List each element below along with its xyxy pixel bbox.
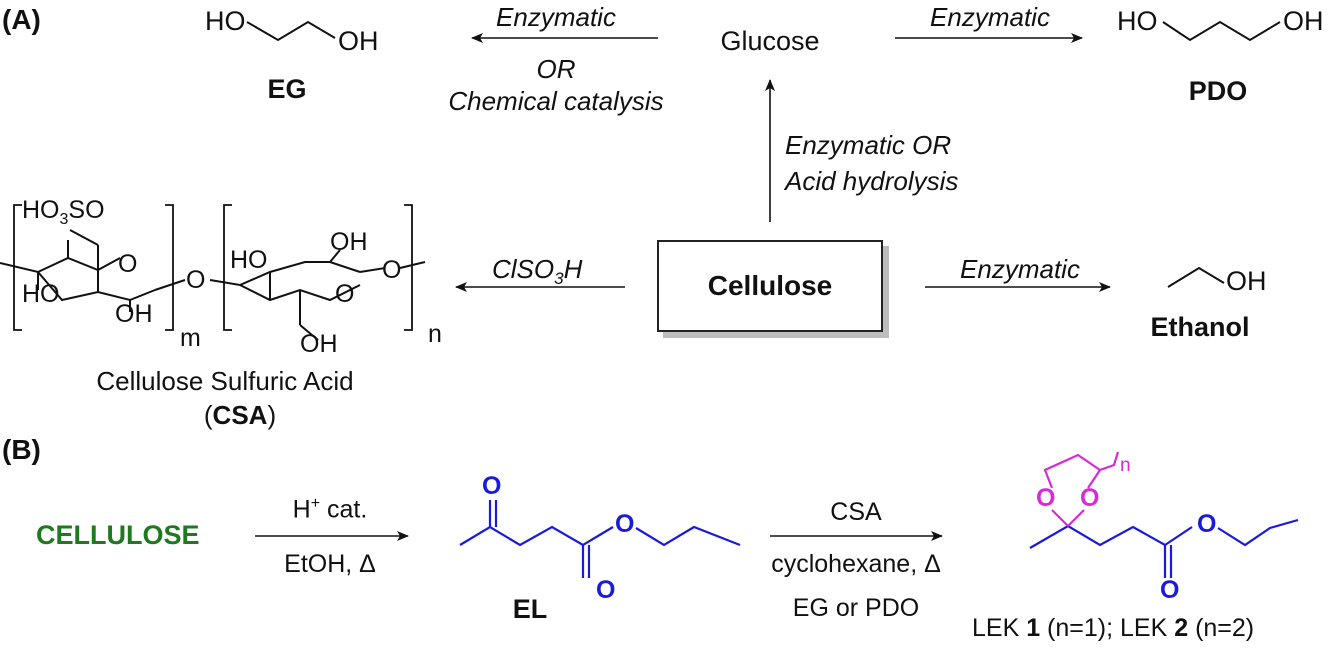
cellulose-start-label: CELLULOSE — [36, 520, 200, 550]
step2-conditions-1: cyclohexane, Δ — [771, 550, 941, 578]
cellulose-to-glucose-condition-1: Enzymatic OR — [785, 130, 952, 160]
csa-bracket-1-left — [13, 204, 22, 331]
csa-ho3so-part-a: HO — [22, 196, 60, 224]
csa-ring-1 — [0, 229, 186, 312]
glucose-to-eg-condition-3: Chemical catalysis — [448, 86, 664, 116]
step1-cat: cat. — [320, 495, 368, 524]
lek-skeleton — [1029, 451, 1299, 578]
ethanol-skeleton — [1167, 266, 1225, 288]
cellulose-label: Cellulose — [707, 270, 833, 301]
glucose-label: Glucose — [720, 26, 820, 56]
el-o-ketone: O — [482, 472, 502, 500]
csa-ho3so-label: HO3SO — [22, 198, 105, 228]
glucose-to-pdo-condition: Enzymatic — [930, 2, 1050, 32]
step1-plus: + — [310, 495, 321, 512]
el-o-ester: O — [615, 510, 635, 538]
lek-caption: LEK 1 (n=1); LEK 2 (n=2) — [972, 616, 1254, 641]
csa-n-subscript: n — [428, 320, 442, 348]
lek-o-ester: O — [1197, 510, 1217, 538]
step2-conditions-2: EG or PDO — [792, 594, 920, 622]
csa-name-line1: Cellulose Sulfuric Acid — [96, 366, 354, 396]
clso3h-main: ClSO — [492, 254, 555, 284]
ethanol-oh-label: OH — [1226, 266, 1267, 296]
panel-a-label: (A) — [2, 4, 41, 35]
lek-n-subscript: n — [1120, 455, 1131, 476]
lek-caption-part-a: LEK — [972, 614, 1027, 642]
csa-bracket-1-right — [165, 204, 174, 331]
el-o-carbonyl: O — [596, 576, 616, 604]
pdo-label: PDO — [1188, 76, 1248, 106]
eg-oh-label: OH — [338, 26, 379, 56]
csa-ring-2 — [209, 249, 426, 341]
lek-o-carbonyl: O — [1160, 576, 1180, 604]
csa-oh-bottom-left-label: OH — [115, 300, 153, 328]
cellulose-to-glucose-condition-2: Acid hydrolysis — [785, 166, 959, 196]
csa-m-subscript: m — [180, 324, 201, 352]
step1-h: H — [292, 495, 311, 524]
lek-number-2: 2 — [1174, 614, 1189, 642]
lek-number-1: 1 — [1026, 614, 1041, 642]
el-label: EL — [512, 594, 548, 624]
eg-ho-label: HO — [205, 6, 246, 36]
lek-o-right: O — [1080, 484, 1100, 512]
csa-o-end-label: O — [382, 256, 402, 284]
cellulose-to-csa-condition: ClSO3H — [492, 256, 582, 287]
csa-ho-ring2-label: HO — [230, 246, 268, 274]
csa-o-ring1-label: O — [118, 250, 138, 278]
csa-o-ring2-label: O — [335, 280, 355, 308]
csa-bracket-2-right — [404, 204, 413, 331]
clso3h-tail: H — [563, 254, 583, 284]
csa-ho-left-label: HO — [22, 280, 60, 308]
glucose-to-eg-condition-2: OR — [536, 54, 576, 84]
step1-solvent: EtOH, Δ — [284, 550, 376, 578]
csa-name-abbrev: CSA — [212, 400, 268, 430]
ethanol-label: Ethanol — [1150, 312, 1250, 342]
pdo-oh-label: OH — [1283, 6, 1324, 36]
step1-catalyst: H+ cat. — [293, 496, 368, 522]
panel-b-label: (B) — [2, 434, 41, 465]
lek-o-left: O — [1036, 484, 1056, 512]
eg-skeleton — [246, 20, 336, 42]
csa-ho3so-subscript: 3 — [59, 211, 69, 228]
glucose-to-eg-condition-1: Enzymatic — [496, 2, 616, 32]
step2-catalyst: CSA — [830, 498, 882, 526]
eg-label: EG — [267, 74, 307, 104]
csa-name-open-paren: ( — [203, 400, 213, 430]
csa-o-bridge-label: O — [186, 266, 206, 294]
csa-name-line2: (CSA) — [204, 402, 276, 428]
clso3h-subscript: 3 — [554, 269, 564, 289]
csa-name-close-paren: ) — [267, 400, 277, 430]
pdo-skeleton — [1162, 20, 1281, 42]
csa-oh-top-ring2-label: OH — [330, 228, 368, 256]
cellulose-to-ethanol-condition: Enzymatic — [960, 254, 1080, 284]
lek-caption-part-b: (n=1); LEK — [1040, 614, 1175, 642]
csa-bracket-2-left — [223, 204, 232, 331]
pdo-ho-label: HO — [1117, 6, 1158, 36]
el-skeleton — [459, 500, 741, 578]
csa-oh-bottom-ring2-label: OH — [300, 330, 338, 358]
csa-ho3so-part-b: SO — [68, 196, 105, 224]
cellulose-box: Cellulose — [657, 240, 883, 332]
lek-caption-part-c: (n=2) — [1188, 614, 1255, 642]
